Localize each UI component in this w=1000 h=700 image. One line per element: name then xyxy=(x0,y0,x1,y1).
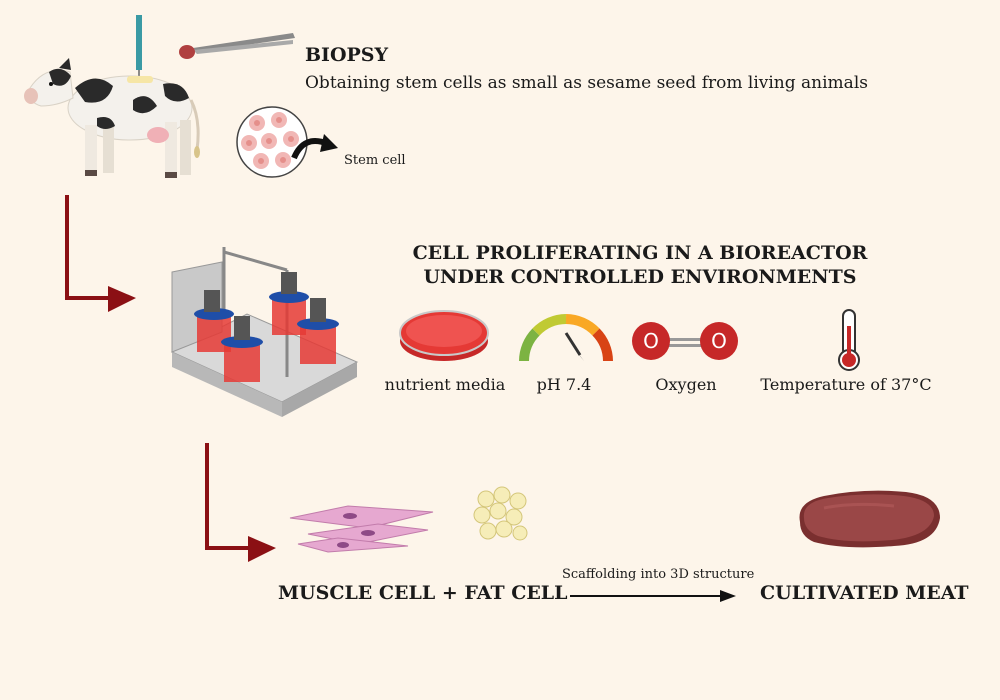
biopsy-description: Obtaining stem cells as small as sesame … xyxy=(305,73,868,93)
curved-arrow-icon xyxy=(291,134,338,160)
process-arrow xyxy=(570,590,736,602)
fat-cells-icon xyxy=(473,486,528,541)
flow-arrow-1 xyxy=(65,195,136,312)
bioreactor-illustration xyxy=(170,247,359,417)
flow-arrow-2 xyxy=(205,443,276,562)
oxygen-atom-right: O xyxy=(700,322,738,360)
condition-label-temperature: Temperature of 37°C xyxy=(760,375,932,394)
thermometer-icon xyxy=(838,309,860,371)
condition-label-oxygen: Oxygen xyxy=(655,375,717,394)
cultivated-meat-icon xyxy=(799,490,940,548)
stem-cell-culture-icon xyxy=(236,106,308,178)
process-label: Scaffolding into 3D structure xyxy=(562,567,755,582)
biopsy-title: BIOPSY xyxy=(305,44,389,66)
syringe-icon xyxy=(136,15,142,82)
stem-cell-label: Stem cell xyxy=(344,153,406,168)
bioreactor-title-line1: CELL PROLIFERATING IN A BIOREACTOR xyxy=(412,242,868,264)
muscle-cells-icon xyxy=(289,505,434,553)
oxygen-molecule-icon: O O xyxy=(632,322,740,362)
meat-label: CULTIVATED MEAT xyxy=(760,582,969,604)
bioreactor-title-line2: UNDER CONTROLLED ENVIRONMENTS xyxy=(423,266,857,288)
oxygen-atom-left: O xyxy=(632,322,670,360)
condition-label-ph: pH 7.4 xyxy=(536,375,592,394)
cells-label: MUSCLE CELL + FAT CELL xyxy=(278,582,568,604)
ph-gauge-icon xyxy=(519,314,613,362)
cow-illustration xyxy=(24,15,200,178)
condition-label-nutrient: nutrient media xyxy=(384,375,506,394)
tweezers-icon xyxy=(179,33,295,59)
petri-dish-icon xyxy=(399,310,489,361)
